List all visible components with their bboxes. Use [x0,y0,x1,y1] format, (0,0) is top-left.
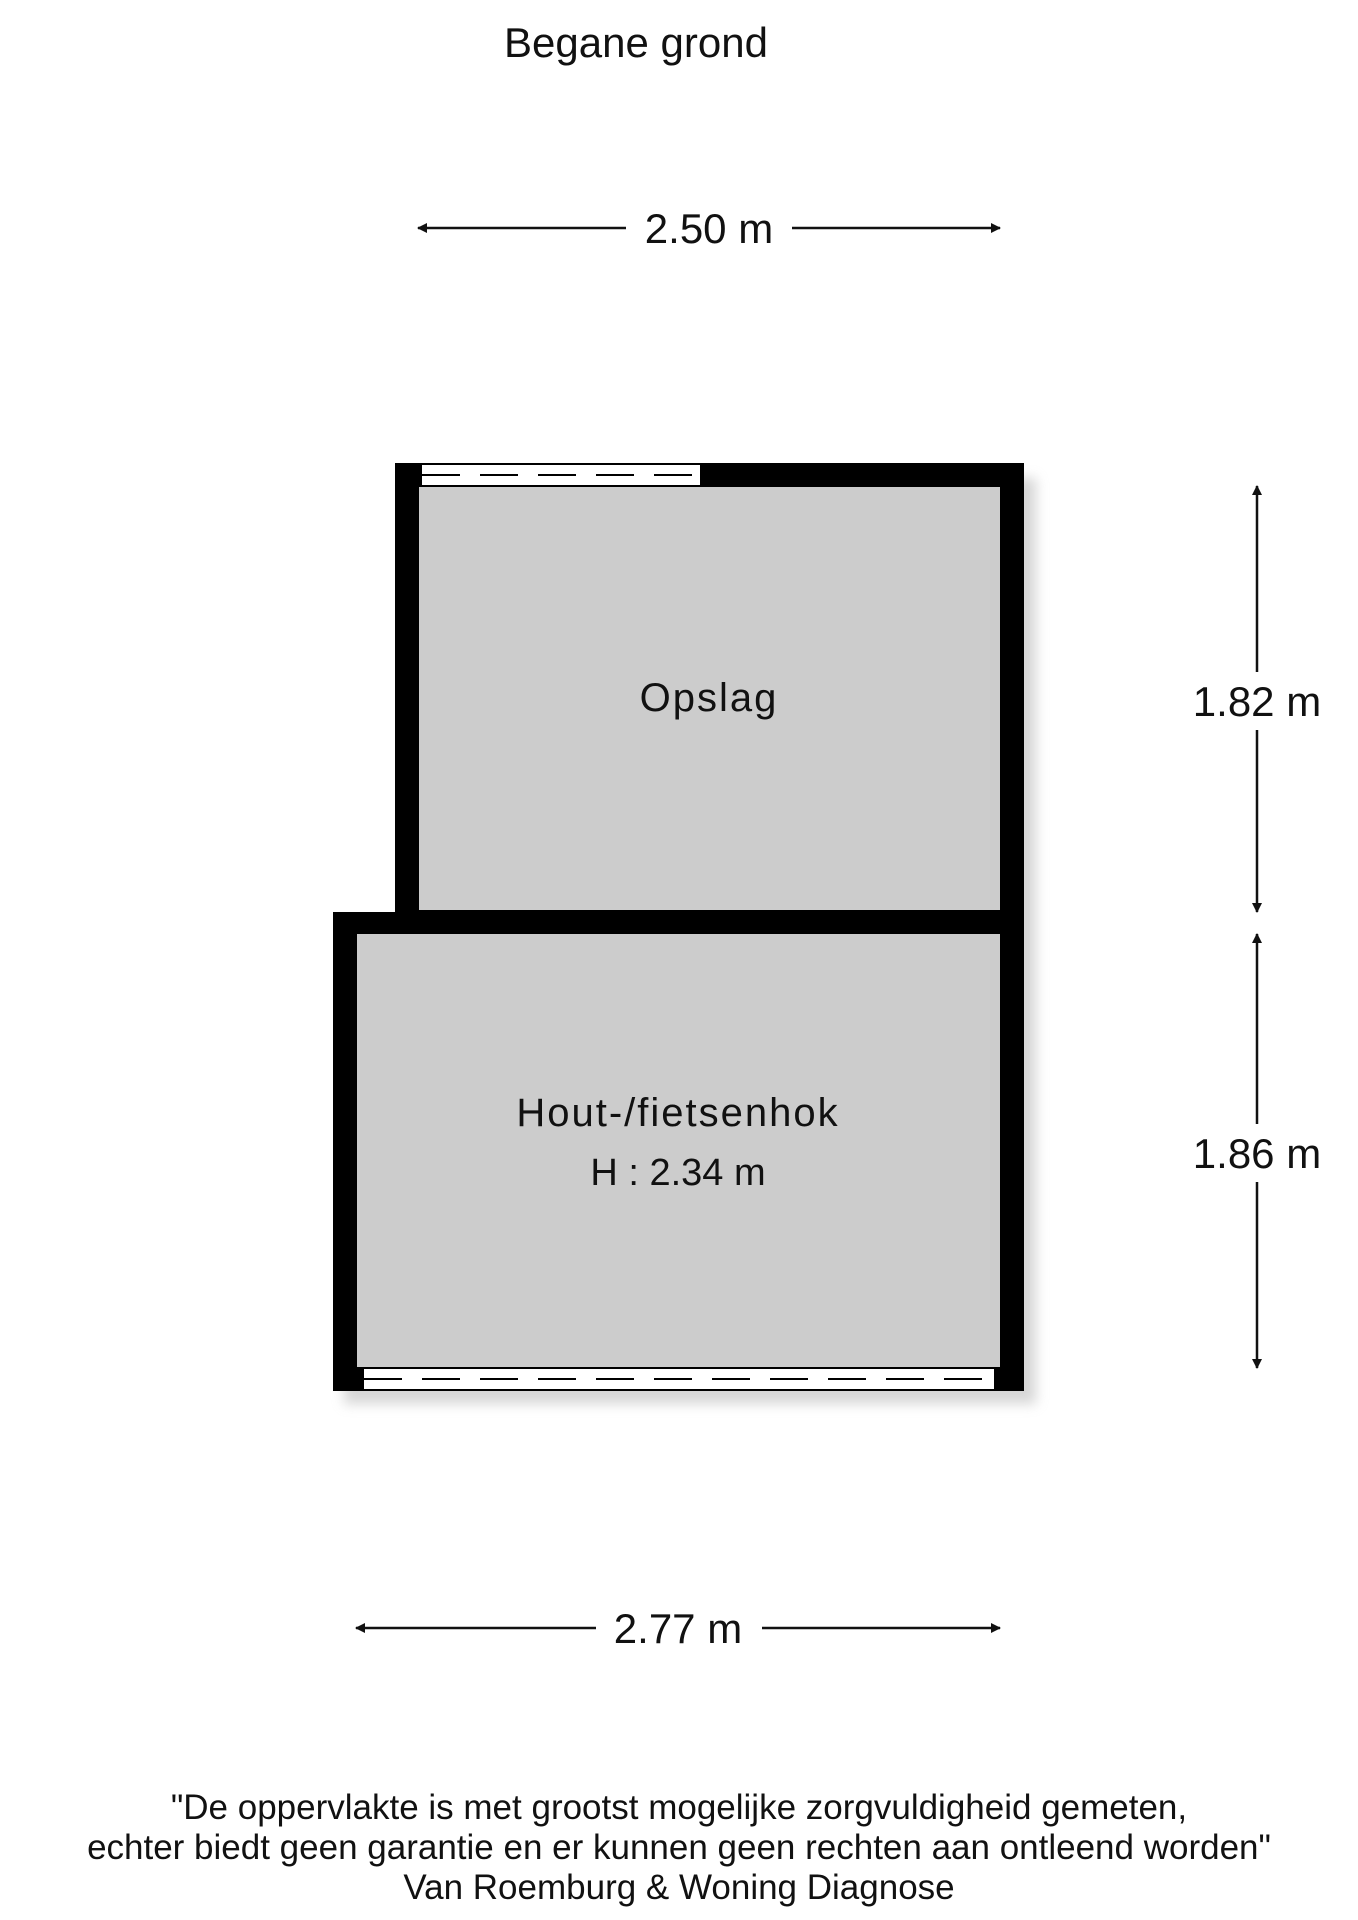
dimension-bottom-width-label: 2.77 m [614,1605,742,1652]
disclaimer: "De oppervlakte is met grootst mogelijke… [0,1788,1358,1908]
room-label-opslag: Opslag [640,676,779,720]
dimension-right-upper: 1.82 m [1193,485,1321,913]
bottom-door-opening [364,1367,994,1391]
dimension-top-width-label: 2.50 m [645,205,773,252]
room-floor-opslag [419,487,1000,910]
dimension-right-upper-label: 1.82 m [1193,678,1321,725]
room-height-fietsenhok: H : 2.34 m [590,1152,765,1194]
disclaimer-line-3: Van Roemburg & Woning Diagnose [403,1868,955,1907]
floor-title: Begane grond [504,19,768,66]
disclaimer-line-1: "De oppervlakte is met grootst mogelijke… [170,1788,1188,1827]
disclaimer-line-2: echter biedt geen garantie en er kunnen … [87,1828,1271,1867]
room-floor-fietsenhok [357,934,1000,1367]
room-label-fietsenhok: Hout-/fietsenhok [516,1091,839,1135]
dimension-bottom-width: 2.77 m [355,1605,1001,1652]
dimension-top-width: 2.50 m [417,205,1001,252]
dimension-right-lower: 1.86 m [1193,933,1321,1369]
dimension-right-lower-label: 1.86 m [1193,1130,1321,1177]
top-door-opening [422,463,700,487]
